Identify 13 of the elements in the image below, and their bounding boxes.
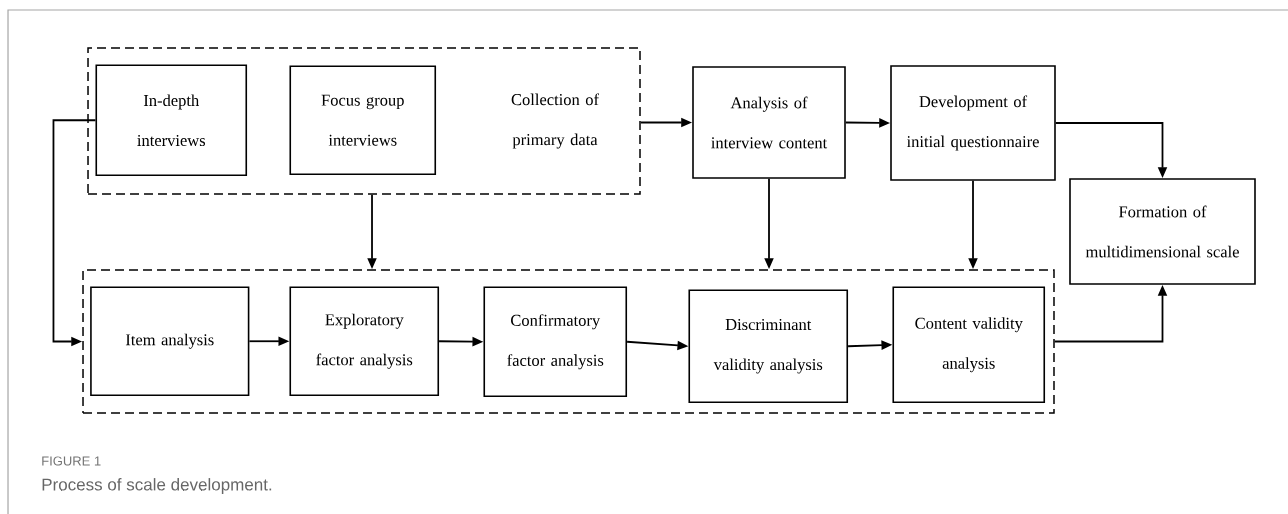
process-box: Analysis of interview content (692, 66, 846, 179)
process-box: Focus group interviews (289, 65, 437, 176)
dashed-group-box (82, 269, 1055, 414)
caption: Process of scale development. (42, 478, 272, 494)
process-box: Formation of multidimensional scale (1069, 178, 1256, 285)
process-box: Development of initial questionnaire (890, 65, 1056, 181)
figure-number: FIGURE 1 (42, 456, 101, 466)
process-box: Discriminant validity analysis (688, 289, 849, 404)
process-box: Exploratory factor analysis (289, 286, 440, 397)
process-box: In-depth interviews (95, 64, 248, 177)
process-box: Content validity analysis (892, 286, 1046, 404)
process-box: Item analysis (90, 286, 250, 397)
process-box: Confirmatory factor analysis (483, 286, 628, 398)
